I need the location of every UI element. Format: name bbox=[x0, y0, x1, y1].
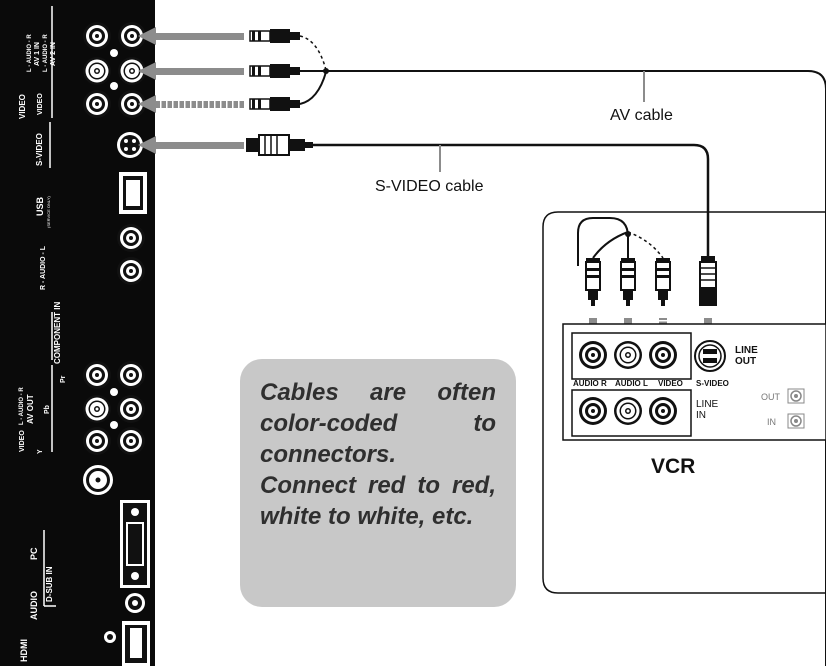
vcr-label-line-out: LINE OUT bbox=[735, 345, 758, 367]
vcr-label-out: OUT bbox=[761, 392, 780, 402]
svideo-cable-label: S-VIDEO cable bbox=[375, 178, 484, 195]
av-cable-label: AV cable bbox=[610, 107, 673, 124]
note-text: Cables are often color-coded to connecto… bbox=[260, 379, 496, 530]
tv-label-video-2: VIDEO bbox=[37, 93, 44, 115]
tv-label-component-in: COMPONENT IN bbox=[53, 301, 62, 364]
tv-label-pb: Pb bbox=[44, 405, 51, 414]
vcr-plugs bbox=[585, 256, 717, 307]
vcr-label-video: VIDEO bbox=[658, 379, 683, 388]
tv-label-av-out: AV OUT bbox=[26, 394, 35, 424]
vcr-label-s-video: S-VIDEO bbox=[696, 379, 729, 388]
tv-label-video-3: VIDEO bbox=[19, 430, 26, 452]
tv-label-audio-lr-3: L - AUDIO - R bbox=[19, 387, 25, 425]
tv-label-audio: AUDIO bbox=[29, 591, 39, 620]
vcr-label-in: IN bbox=[767, 417, 776, 427]
tv-label-video: VIDEO bbox=[18, 94, 27, 119]
svideo-cable-plug bbox=[246, 134, 313, 156]
av-cable-plugs bbox=[249, 28, 301, 112]
usb-port bbox=[119, 172, 147, 214]
vcr-jack-panel bbox=[562, 323, 826, 441]
svideo-jack bbox=[117, 132, 143, 158]
tv-label-y: Y bbox=[37, 449, 44, 454]
vcr-av-cable bbox=[577, 217, 664, 266]
tv-label-av1-in: AV 1 IN bbox=[34, 42, 41, 66]
tv-label-usb: USB bbox=[35, 196, 45, 216]
antenna-jack bbox=[83, 465, 113, 495]
hdmi-port bbox=[104, 621, 150, 666]
tv-label-audio-lr-1: L - AUDIO - R bbox=[27, 34, 33, 72]
tv-label-pr: Pr bbox=[60, 375, 67, 383]
av-in-jacks bbox=[83, 22, 146, 118]
tv-label-hdmi: HDMI bbox=[19, 639, 29, 662]
vcr-title: VCR bbox=[651, 455, 696, 478]
vcr-label-audio-l: AUDIO L bbox=[615, 379, 648, 388]
tv-label-audio-lr-2: L - AUDIO - R bbox=[43, 34, 49, 72]
color-code-note: Cables are often color-coded to connecto… bbox=[240, 359, 516, 607]
dsub-port bbox=[120, 500, 150, 588]
svideo-cable bbox=[313, 143, 710, 256]
vcr-outline bbox=[542, 211, 826, 594]
arrows-to-tv bbox=[138, 27, 244, 154]
av-out-component-jacks bbox=[83, 361, 145, 455]
vcr-label-line-in: LINE IN bbox=[696, 399, 719, 421]
tv-label-av2-in: AV 2 IN bbox=[50, 42, 57, 66]
tv-label-usb-sub: (SERVICE ONLY) bbox=[46, 196, 51, 228]
tv-label-pc: PC bbox=[29, 547, 39, 560]
tv-label-r-audio-l: R - AUDIO - L bbox=[40, 245, 47, 290]
pc-audio-jack bbox=[125, 593, 145, 613]
tv-label-s-video: S-VIDEO bbox=[35, 133, 44, 166]
vcr-label-audio-r: AUDIO R bbox=[573, 379, 607, 388]
tv-label-dsub-in: D-SUB IN bbox=[45, 566, 54, 602]
